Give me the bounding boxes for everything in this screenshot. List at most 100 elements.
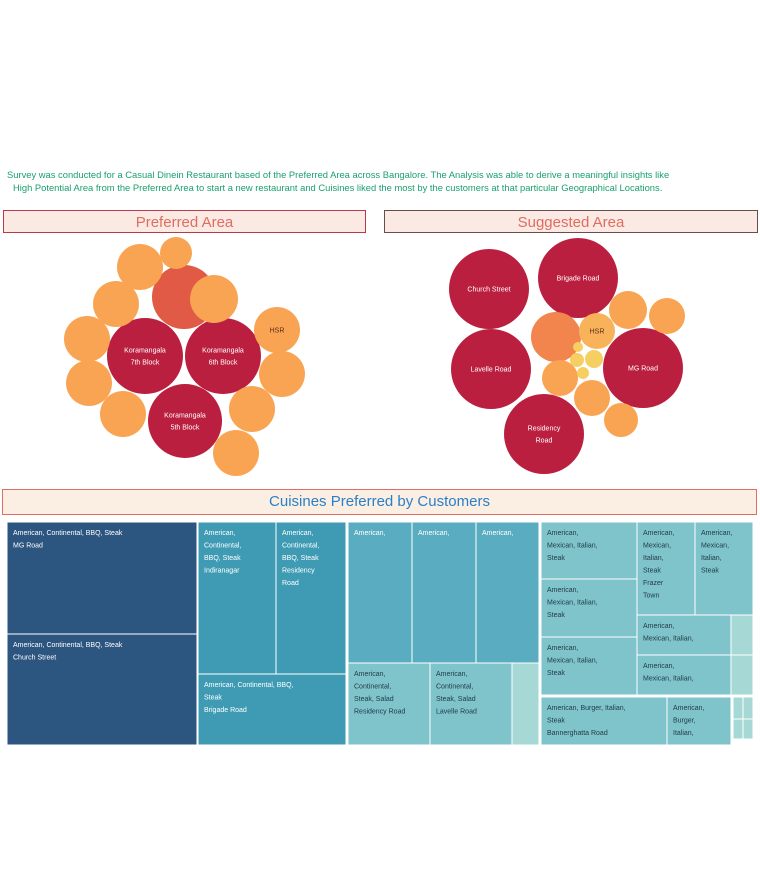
preferred-bubble-circle	[254, 307, 300, 353]
preferred-bubble-13	[213, 430, 259, 476]
preferred-area-title: Preferred Area	[3, 210, 366, 233]
suggested-bubble-label: Road	[536, 438, 553, 445]
treemap-tile-rect	[636, 521, 696, 616]
treemap-tile-13: American,Mexican,Italian,Steak	[694, 521, 754, 616]
cuisines-title: Cuisines Preferred by Customers	[2, 489, 757, 515]
treemap-tile-2: American,Continental,BBQ, SteakIndiranag…	[197, 521, 277, 675]
treemap-tile-label: American, Burger, Italian,	[547, 705, 626, 712]
preferred-bubble-label: HSR	[270, 328, 285, 335]
suggested-bubble-circle	[604, 403, 638, 437]
suggested-bubble-circle	[574, 380, 610, 416]
treemap-tile-9: American,Continental,Steak, SaladLavelle…	[429, 662, 513, 746]
treemap-tile-label: Mexican, Italian,	[547, 543, 598, 550]
treemap-tile-label: Church Street	[13, 655, 56, 662]
preferred-bubble-circle	[64, 316, 110, 362]
suggested-bubble-circle	[531, 312, 581, 362]
preferred-bubble-2: Koramangala 5th Block	[148, 384, 222, 458]
treemap-tile-6: American,	[411, 521, 477, 664]
treemap-tile-rect	[6, 633, 198, 746]
preferred-bubble-label: Koramangala	[202, 348, 244, 355]
treemap-tile-label: Frazer	[643, 580, 664, 587]
treemap-tile-rect	[732, 696, 744, 720]
suggested-bubble-circle	[504, 394, 584, 474]
preferred-bubble-label: Koramangala	[164, 413, 206, 420]
treemap-tile-label: BBQ, Steak	[204, 555, 241, 562]
treemap-tile-label: American, Continental, BBQ,	[204, 682, 294, 689]
treemap-tile-rect	[742, 696, 754, 720]
preferred-bubble-circle	[107, 318, 183, 394]
treemap-tile-rect	[347, 662, 431, 746]
treemap-tile-label: Brigade Road	[204, 707, 247, 714]
treemap-tile-label: American,	[354, 530, 386, 537]
treemap-tile-label: American,	[643, 623, 675, 630]
treemap-tile-24	[732, 718, 744, 740]
suggested-bubble-circle	[451, 329, 531, 409]
treemap-tile-label: American,	[418, 530, 450, 537]
suggested-bubble-11	[604, 403, 638, 437]
treemap-tile-label: BBQ, Steak	[282, 555, 319, 562]
suggested-bubble-circle	[609, 291, 647, 329]
preferred-bubble-label: 7th Block	[131, 360, 160, 367]
treemap-tile-rect	[636, 654, 732, 696]
preferred-bubble-label: 5th Block	[171, 425, 200, 432]
suggested-bubble-13	[585, 350, 603, 368]
preferred-bubble-12	[229, 386, 275, 432]
intro-line-2: High Potential Area from the Preferred A…	[13, 181, 663, 193]
treemap-tile-label: MG Road	[13, 543, 43, 550]
treemap-tile-14: American, Mexican, Italian, Steak	[540, 578, 638, 638]
treemap-tile-4: American, Continental, BBQ,SteakBrigade …	[197, 673, 347, 746]
treemap-tile-16: American,Mexican, Italian,Steak	[540, 636, 638, 696]
treemap-tile-label: American,	[701, 530, 733, 537]
treemap-tile-rect	[411, 521, 477, 664]
preferred-bubble-circle	[190, 275, 238, 323]
treemap-tile-label: Continental,	[204, 543, 241, 550]
treemap-tile-rect	[540, 578, 638, 638]
treemap-tile-label: Steak	[547, 670, 565, 677]
preferred-bubble-4: HSR	[254, 307, 300, 353]
suggested-bubble-label: HSR	[590, 329, 605, 336]
treemap-tile-label: American,	[643, 663, 675, 670]
treemap-tile-label: Italian,	[643, 555, 664, 562]
treemap-tile-rect	[475, 521, 540, 664]
treemap-tile-label: American,	[204, 530, 236, 537]
treemap-tile-3: American,Continental,BBQ, SteakResidency…	[275, 521, 347, 675]
suggested-bubble-circle	[573, 342, 583, 352]
suggested-bubble-label: Lavelle Road	[471, 367, 512, 374]
treemap-tile-label: Bannerghatta Road	[547, 730, 608, 737]
suggested-bubble-circle	[577, 367, 589, 379]
suggested-bubble-circle	[570, 353, 584, 367]
suggested-bubble-label: Church Street	[467, 287, 510, 294]
treemap-tile-label: American, Continental, BBQ, Steak	[13, 642, 123, 649]
treemap-tile-rect	[730, 654, 754, 696]
preferred-bubble-6	[93, 281, 139, 327]
treemap-tile-label: American,	[282, 530, 314, 537]
suggested-bubble-circle	[585, 350, 603, 368]
treemap-tile-label: Continental,	[436, 684, 473, 691]
treemap-tile-label: Mexican, Italian,	[643, 676, 694, 683]
treemap-tile-rect	[730, 614, 754, 656]
treemap-tile-rect	[694, 521, 754, 616]
suggested-bubble-5	[531, 312, 581, 362]
treemap-tile-7: American,	[475, 521, 540, 664]
treemap-tile-rect	[275, 521, 347, 675]
treemap-tile-label: Steak	[643, 568, 661, 575]
treemap-tile-8: American,Continental,Steak, SaladResiden…	[347, 662, 431, 746]
treemap-tile-label: Burger,	[673, 718, 696, 725]
treemap-tile-rect	[742, 718, 754, 740]
suggested-bubble-circle	[538, 238, 618, 318]
treemap-tile-21	[730, 654, 754, 696]
treemap-tile-rect	[429, 662, 513, 746]
preferred-bubble-circle	[160, 237, 192, 269]
treemap-tile-label: American,	[547, 587, 579, 594]
treemap-tile-rect	[511, 662, 540, 746]
suggested-bubble-7	[609, 291, 647, 329]
preferred-bubble-label: 6th Block	[209, 360, 238, 367]
treemap-tile-17: American, Mexican, Italian,	[636, 654, 732, 696]
preferred-bubble-circle	[66, 360, 112, 406]
treemap-tile-label: Mexican, Italian,	[547, 600, 598, 607]
suggested-bubble-circle	[649, 298, 685, 334]
treemap-tile-label: Steak	[547, 612, 565, 619]
treemap-tile-10	[511, 662, 540, 746]
